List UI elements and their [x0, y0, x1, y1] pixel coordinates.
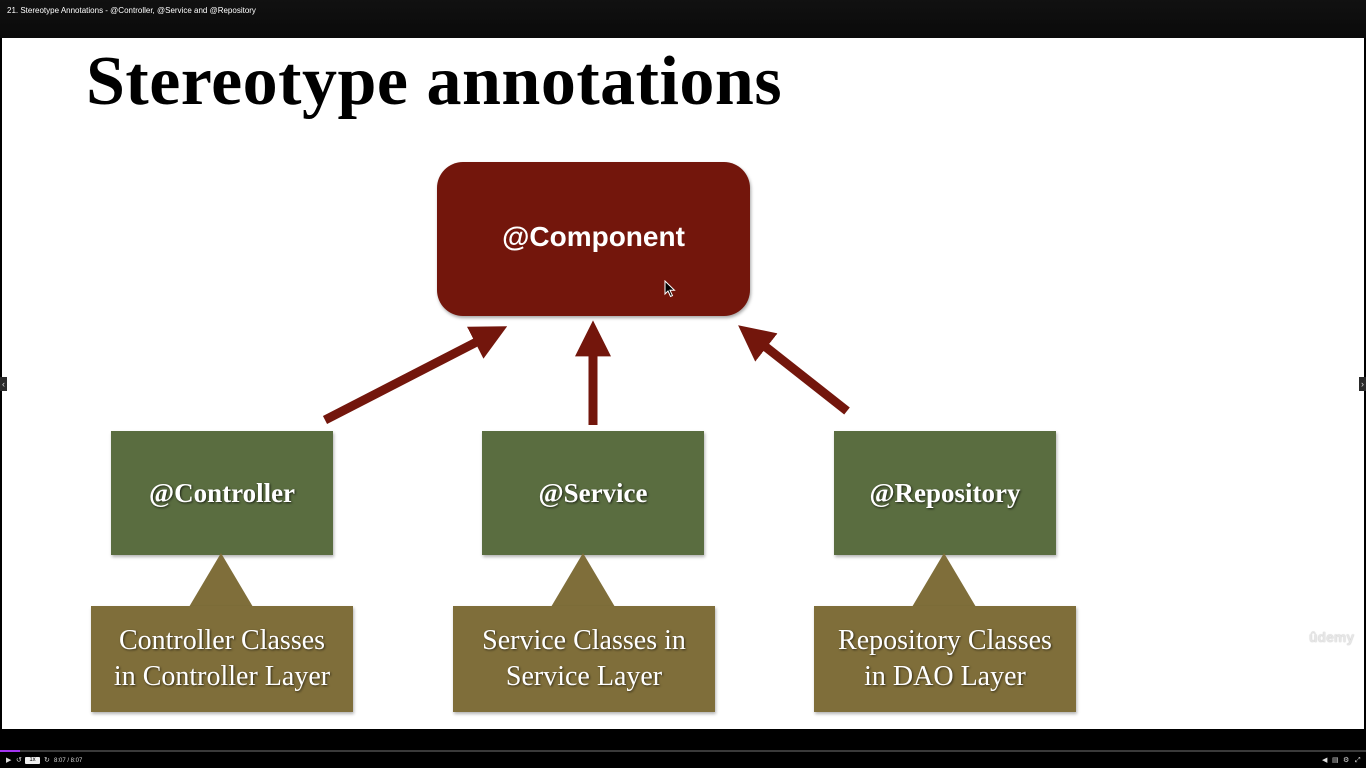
transcript-icon[interactable]: ▤ [1332, 757, 1339, 764]
controller-box: @Controller [111, 431, 333, 555]
controller-callout: Controller Classes in Controller Layer [91, 553, 353, 712]
service-description: Service Classes in Service Layer [482, 625, 686, 692]
slide: Stereotype annotations @Component @Contr… [2, 38, 1364, 729]
controller-label: @Controller [148, 477, 296, 508]
component-label: @Component [502, 221, 685, 252]
repository-description: Repository Classes in DAO Layer [838, 625, 1052, 692]
udemy-watermark: ûdemy [1309, 629, 1355, 645]
lecture-title: 21. Stereotype Annotations - @Controller… [7, 6, 256, 15]
settings-icon[interactable]: ⚙ [1343, 757, 1350, 764]
next-lecture-icon[interactable]: › [1359, 377, 1366, 391]
player-controls: ▶ ↺ ↻ 8:07 / 8:07 ◀ ▤ ⚙ ⤢ [0, 750, 1366, 768]
prev-lecture-icon[interactable]: ‹ [0, 377, 7, 391]
rewind-icon[interactable]: ↺ [16, 757, 22, 764]
progress-bar[interactable] [0, 750, 1366, 752]
progress-fill [0, 750, 21, 752]
mouse-cursor-icon [664, 280, 676, 298]
title-bar: 21. Stereotype Annotations - @Controller… [0, 0, 1366, 38]
callout-pointer [912, 553, 976, 607]
volume-icon[interactable]: ◀ [1322, 757, 1328, 764]
service-label: @Service [538, 477, 648, 508]
service-callout: Service Classes in Service Layer [453, 553, 715, 712]
service-box: @Service [482, 431, 704, 555]
forward-icon[interactable]: ↻ [44, 757, 50, 764]
callout-pointer [189, 553, 253, 607]
callout-box: Service Classes in Service Layer [453, 606, 715, 712]
slide-title: Stereotype annotations [86, 43, 783, 120]
component-box: @Component [437, 162, 750, 316]
playback-speed-button[interactable]: 1x [25, 757, 40, 764]
callout-pointer [551, 553, 615, 607]
controller-description: Controller Classes in Controller Layer [113, 625, 331, 692]
callout-box: Controller Classes in Controller Layer [91, 606, 353, 712]
repository-box: @Repository [834, 431, 1056, 555]
repository-callout: Repository Classes in DAO Layer [814, 553, 1076, 712]
arrow-repository-to-component [738, 325, 850, 415]
arrow-controller-to-component [322, 326, 508, 425]
callout-box: Repository Classes in DAO Layer [814, 606, 1076, 712]
time-display: 8:07 / 8:07 [54, 758, 83, 764]
play-icon[interactable]: ▶ [6, 757, 12, 764]
fullscreen-icon[interactable]: ⤢ [1355, 757, 1361, 764]
repository-label: @Repository [869, 477, 1021, 508]
